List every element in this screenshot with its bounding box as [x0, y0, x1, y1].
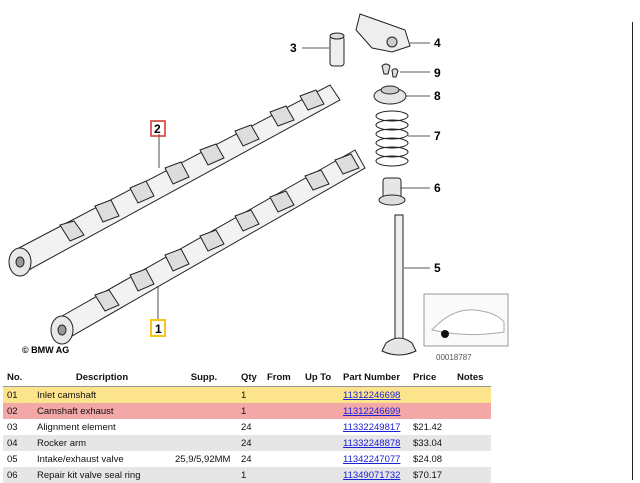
callout-2: 2	[154, 122, 161, 136]
table-row: 06 Repair kit valve seal ring 1 11349071…	[3, 467, 491, 483]
valve-spring-drawing	[375, 110, 409, 167]
table-row: 02 Camshaft exhaust 1 11312246699	[3, 403, 491, 419]
col-from: From	[263, 368, 301, 387]
table-header-row: No. Description Supp. Qty From Up To Par…	[3, 368, 491, 387]
col-no: No.	[3, 368, 33, 387]
valve-seal-drawing	[378, 177, 406, 206]
part-number-link[interactable]: 11332249817	[343, 421, 401, 433]
callout-1: 1	[155, 322, 162, 336]
callout-6: 6	[434, 181, 441, 195]
callout-5: 5	[434, 261, 441, 275]
copyright: © BMW AG	[22, 345, 69, 355]
callout-box-2	[150, 120, 166, 137]
callout-4: 4	[434, 36, 441, 50]
valve-drawing	[381, 214, 417, 356]
part-number-link[interactable]: 11342247077	[343, 453, 401, 465]
table-row: 04 Rocker arm 24 11332248878 $33.04	[3, 435, 491, 451]
callout-labels: 2 1 3 4 9 8 7 6 5 © BMW AG 00018787	[22, 36, 472, 362]
table-row: 03 Alignment element 24 11332249817 $21.…	[7, 421, 443, 433]
col-price: Price	[409, 368, 453, 387]
col-qty: Qty	[237, 368, 263, 387]
right-border	[632, 22, 633, 480]
col-upto: Up To	[301, 368, 339, 387]
callout-9: 9	[434, 66, 441, 80]
camshaft-exhaust-drawing	[8, 84, 341, 277]
table-row: 01 Inlet camshaft 1 11312246698	[3, 386, 491, 403]
table-row: 05 Intake/exhaust valve 25,9/5,92MM 24 1…	[7, 453, 443, 465]
parts-diagram: 2 1 3 4 9 8 7 6 5 © BMW AG 00018787	[8, 13, 509, 362]
callout-7: 7	[434, 129, 441, 143]
col-supp: Supp.	[171, 368, 237, 387]
alignment-element-drawing	[329, 32, 345, 67]
car-thumbnail	[423, 293, 509, 347]
thumbnail-id: 00018787	[436, 353, 472, 362]
callout-box-1	[150, 319, 166, 337]
callout-3: 3	[290, 41, 297, 55]
camshaft-inlet-drawing	[50, 149, 366, 345]
col-description: Description	[33, 368, 171, 387]
spring-retainer-drawing	[373, 85, 407, 105]
col-part-number: Part Number	[339, 368, 409, 387]
part-number-link[interactable]: 11349071732	[343, 469, 401, 481]
part-number-link[interactable]: 11312246698	[343, 389, 401, 401]
part-number-link[interactable]: 11332248878	[343, 437, 401, 449]
valve-keepers-drawing	[381, 63, 399, 78]
callout-8: 8	[434, 89, 441, 103]
rocker-arm-drawing	[355, 13, 411, 53]
col-notes: Notes	[453, 368, 491, 387]
part-number-link[interactable]: 11312246699	[343, 405, 401, 417]
parts-table: No. Description Supp. Qty From Up To Par…	[3, 368, 491, 483]
